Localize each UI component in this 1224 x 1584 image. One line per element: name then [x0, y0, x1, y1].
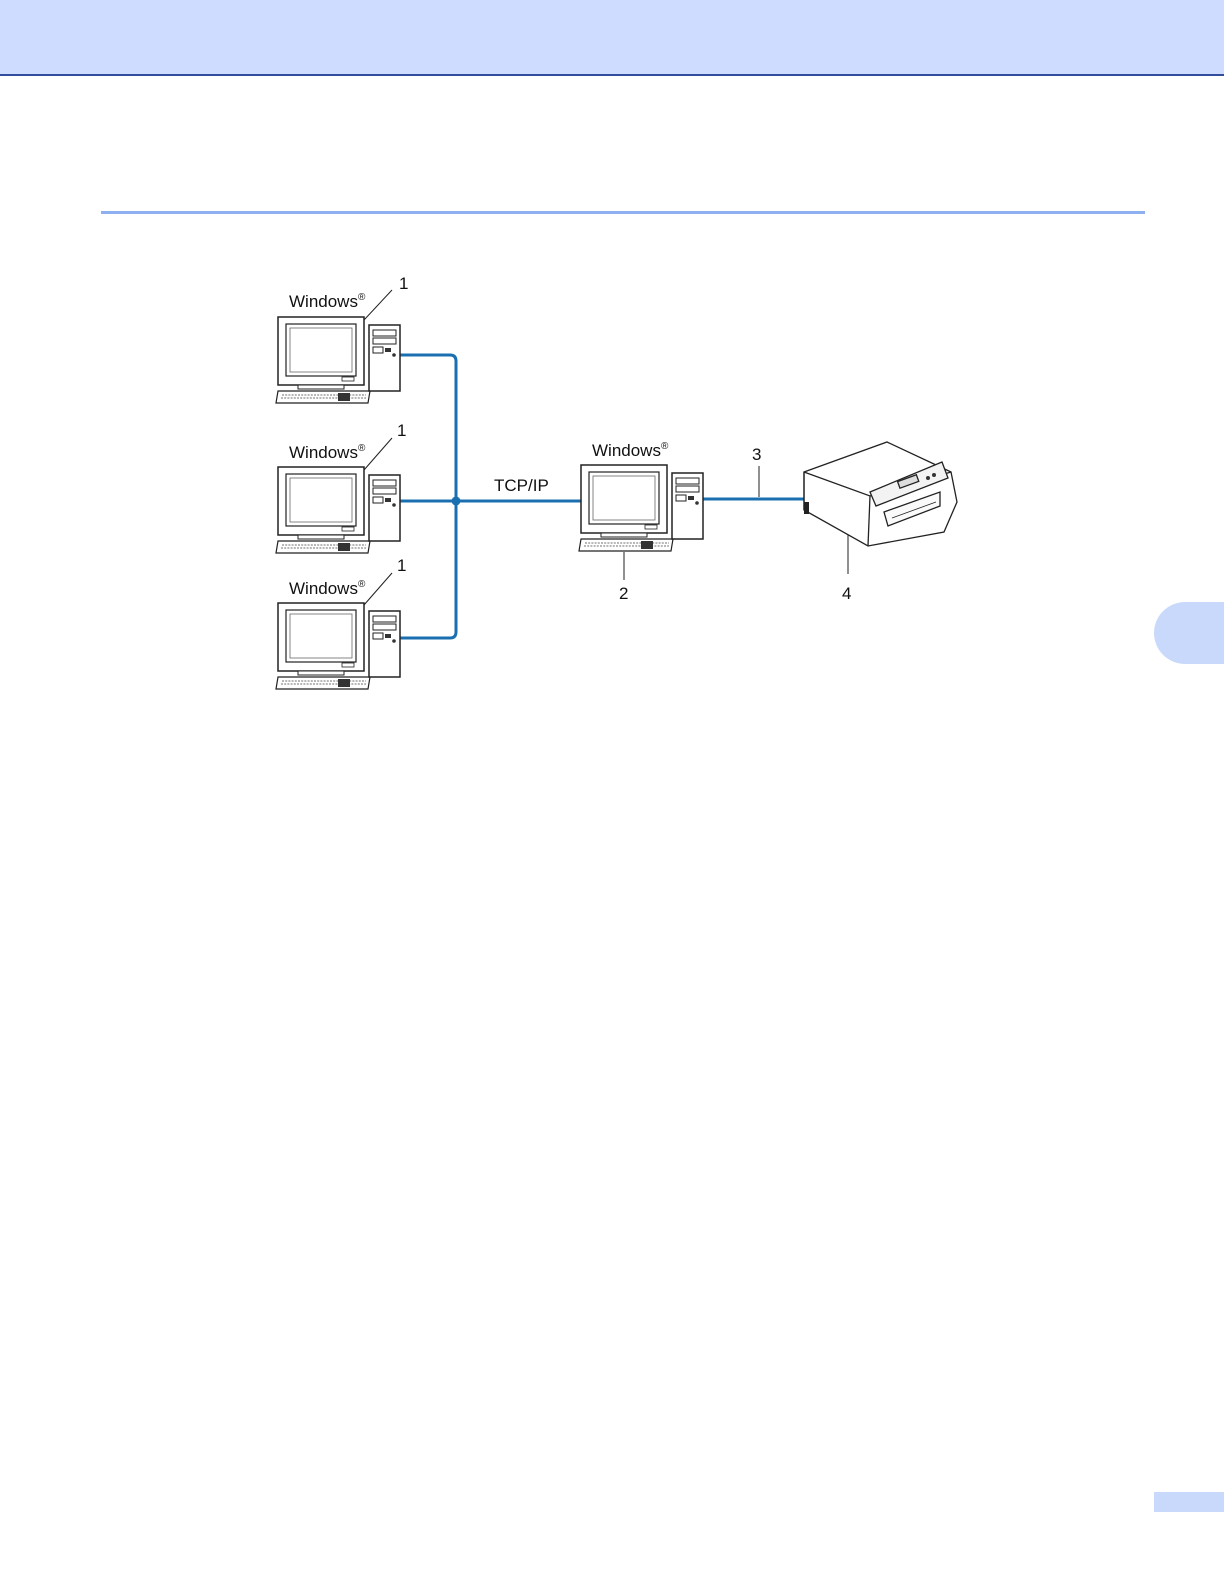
client-2-os-label: Windows®	[289, 443, 366, 462]
client-pc-2	[276, 467, 400, 553]
network-protocol-label: TCP/IP	[494, 476, 549, 495]
callout-2: 2	[619, 584, 628, 603]
bus-junction	[452, 497, 461, 506]
printer-device	[804, 442, 957, 546]
callout-1-middle: 1	[397, 421, 406, 440]
client-pc-3	[276, 603, 400, 689]
server-pc	[579, 465, 703, 551]
callout-1-bottom: 1	[397, 556, 406, 575]
bus-backbone	[399, 355, 456, 638]
server-os-label: Windows®	[592, 441, 669, 460]
callout-4: 4	[842, 584, 851, 603]
client-3-os-label: Windows®	[289, 579, 366, 598]
client-1-os-label: Windows®	[289, 292, 366, 311]
callout-3: 3	[752, 445, 761, 464]
client-pc-1	[276, 317, 400, 403]
callout-1-top: 1	[399, 274, 408, 293]
